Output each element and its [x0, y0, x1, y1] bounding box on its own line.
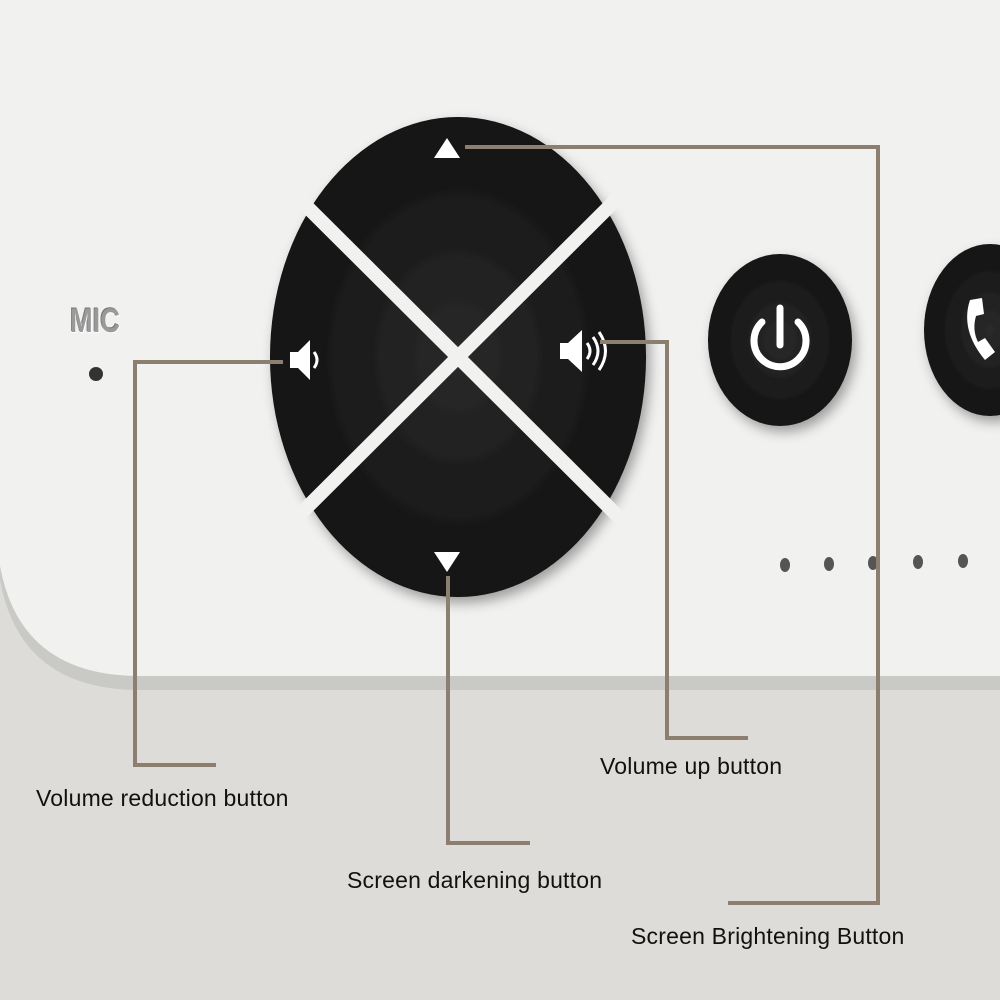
volume-up-leader-line [600, 340, 748, 740]
phone-icon [967, 298, 995, 360]
volume-up-label: Volume up button [600, 753, 783, 779]
phone-button[interactable] [924, 244, 1000, 416]
volume-down-label: Volume reduction button [36, 785, 289, 811]
power-icon [750, 304, 810, 371]
brightness-up-leader-line [465, 145, 880, 905]
volume-up-speaker-icon[interactable] [560, 330, 607, 372]
volume-down-speaker-icon[interactable] [290, 340, 319, 380]
d-pad-gaps [245, 145, 671, 569]
mic-hole [89, 367, 103, 381]
indicator-dots [780, 554, 968, 572]
brightness-down-button-arrow-icon[interactable] [434, 552, 460, 572]
brightness-up-label: Screen Brightening Button [631, 923, 905, 949]
brightness-up-button-arrow-icon[interactable] [434, 138, 460, 158]
mic-label: MIC [70, 302, 120, 340]
volume-down-leader-line [133, 360, 283, 767]
brightness-down-leader-line [446, 576, 530, 845]
brightness-down-label: Screen darkening button [347, 867, 603, 893]
